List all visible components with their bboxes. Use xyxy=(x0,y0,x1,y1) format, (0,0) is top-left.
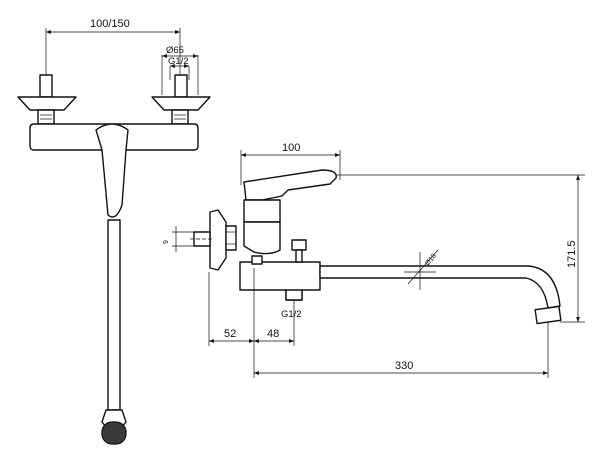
cartridge-housing xyxy=(243,199,281,223)
small-label: 9 xyxy=(163,240,170,244)
front-view: 100/150 Ø65 G1/2 xyxy=(17,18,211,445)
side-spout-pipe xyxy=(319,265,561,309)
side-handle xyxy=(243,169,337,201)
spout-tube xyxy=(107,219,121,411)
side-view: 100 171.5 9 xyxy=(163,142,585,378)
spout-length-label: 330 xyxy=(395,360,413,372)
right-eccentric xyxy=(151,74,211,125)
bottom-outlet xyxy=(285,289,303,301)
offset-b-label: 48 xyxy=(267,328,279,340)
diverter-knob xyxy=(291,239,307,251)
thread-label: G1/2 xyxy=(168,56,189,67)
inlet-dimension: Ø65 G1/2 xyxy=(161,45,199,95)
diverter-body xyxy=(239,261,321,301)
side-aerator xyxy=(534,305,562,325)
offset-dimensions: 52 48 xyxy=(208,268,295,378)
small-dimension: 9 xyxy=(163,226,194,252)
lever-handle xyxy=(95,123,129,218)
handle-length-label: 100 xyxy=(282,142,300,154)
offset-a-label: 52 xyxy=(224,328,236,340)
pipe-diameter-label: Ø18 xyxy=(424,253,438,268)
spout-length-dimension: 330 xyxy=(253,322,549,378)
diameter-label: Ø65 xyxy=(166,45,184,56)
height-label: 171.5 xyxy=(566,240,578,268)
wall-flange xyxy=(190,209,237,271)
spacing-dimension: 100/150 xyxy=(45,18,181,78)
left-eccentric xyxy=(17,74,77,125)
inlet-thread-label: G1/2 xyxy=(281,309,302,320)
aerator xyxy=(101,421,127,445)
height-dimension: 171.5 xyxy=(330,174,585,323)
handle-length-dimension: 100 xyxy=(240,142,341,185)
spacing-label: 100/150 xyxy=(90,18,130,30)
